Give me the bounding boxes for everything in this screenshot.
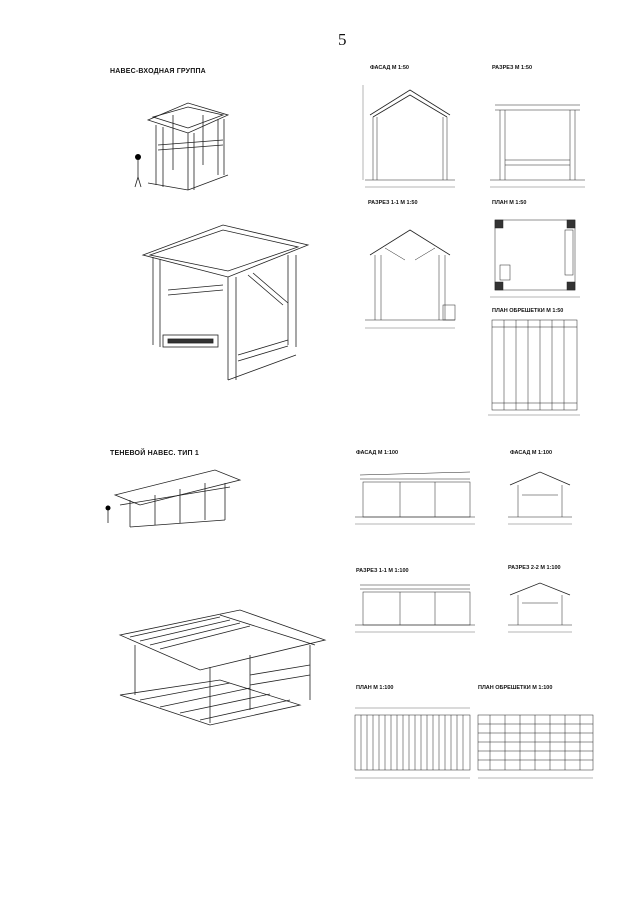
entrance-canopy-perspective — [134, 102, 230, 191]
drawing-section-2-2-1-100 — [508, 582, 572, 633]
drawing-plan-1-100 — [354, 707, 471, 779]
drawing-label-section-2-2: РАЗРЕЗ 2-2 М 1:100 — [508, 565, 561, 571]
drawing-facade-1-50 — [362, 85, 455, 188]
drawing-label-lathing-plan: ПЛАН ОБРЕШЕТКИ М 1:50 — [492, 308, 564, 314]
drawing-label-facade: ФАСАД М 1:50 — [370, 65, 409, 71]
drawing-label-plan-100: ПЛАН М 1:100 — [356, 685, 394, 691]
drawing-label-plan: ПЛАН М 1:50 — [492, 200, 527, 206]
drawing-label-section: РАЗРЕЗ М 1:50 — [492, 65, 533, 71]
section-title-entrance-canopy: НАВЕС-ВХОДНАЯ ГРУППА — [110, 68, 206, 75]
drawing-lathing-plan-1-50 — [488, 319, 580, 416]
shade-canopy-axonometric — [118, 609, 327, 726]
drawing-label-facade-short: ФАСАД М 1:100 — [510, 450, 553, 456]
drawing-section-1-50 — [490, 104, 585, 188]
drawing-facade-long-1-100 — [355, 471, 475, 525]
page-number: 5 — [338, 30, 347, 49]
entrance-canopy-exploded-axonometric — [141, 224, 310, 381]
drawing-lathing-plan-1-100 — [477, 714, 594, 779]
drawing-label-section-1-1: РАЗРЕЗ 1-1 М 1:50 — [368, 200, 418, 206]
shade-canopy-perspective — [105, 469, 242, 528]
drawing-facade-short-1-100 — [508, 471, 572, 525]
drawing-label-section-1-1-100: РАЗРЕЗ 1-1 М 1:100 — [356, 568, 409, 574]
drawing-label-facade-long: ФАСАД М 1:100 — [356, 450, 399, 456]
drawing-plan-1-50 — [490, 219, 580, 298]
drawing-label-lathing-plan-100: ПЛАН ОБРЕШЕТКИ М 1:100 — [478, 685, 553, 691]
drawing-section-1-1-1-100 — [355, 584, 475, 633]
drawing-section-1-1-1-50 — [365, 229, 456, 329]
section-title-shade-canopy-type-1: ТЕНЕВОЙ НАВЕС. ТИП 1 — [110, 450, 199, 457]
